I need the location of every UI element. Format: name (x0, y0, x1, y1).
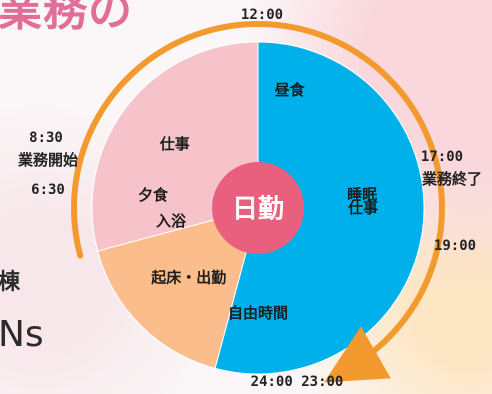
segment-label-free-time: 自由時間 (228, 304, 288, 322)
time-label-noon: 12:00 (241, 7, 283, 23)
time-label-work-end-time: 17:00 (421, 149, 463, 165)
side-text-partial-2: Ns (0, 314, 44, 355)
side-text-partial-1: 棟 (0, 270, 21, 295)
segment-label-wake-commute: 起床・出勤 (150, 268, 226, 286)
work-hours-arrow (71, 21, 445, 383)
time-label-work-end: 業務終了 (421, 170, 482, 188)
time-label-work-start-time: 8:30 (29, 130, 63, 146)
time-label-bottom: 24:00 23:00 (251, 374, 344, 390)
time-label-wake: 6:30 (31, 182, 65, 198)
time-label-seven-pm: 19:00 (434, 238, 476, 254)
center-circle (212, 162, 304, 254)
center-label: 日勤 (232, 195, 284, 225)
segment-label-work-morning: 仕事 (159, 135, 190, 153)
segment-label-work-afternoon: 仕事 (347, 199, 378, 217)
partial-heading: 業務の (0, 0, 133, 36)
segment-wake-commute (97, 207, 259, 369)
segment-label-dinner-bath: 夕食入浴 (138, 186, 187, 230)
time-label-work-start: 業務開始 (17, 151, 78, 169)
segment-label-lunch: 昼食 (275, 81, 306, 99)
segment-label-sleep: 睡眠 (347, 185, 377, 203)
